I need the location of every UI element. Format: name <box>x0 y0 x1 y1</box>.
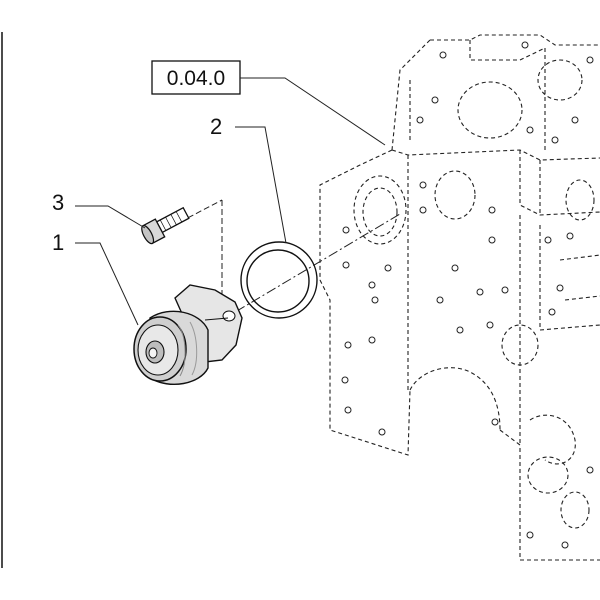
callout-3-leader <box>75 205 146 229</box>
screw-axis <box>179 199 223 223</box>
callout-2-label: 2 <box>210 114 222 139</box>
callout-2-leader <box>235 126 287 244</box>
reference-leader <box>240 77 386 146</box>
water-pump <box>133 284 243 385</box>
callout-1-leader <box>75 242 139 326</box>
reference-box-label: 0.04.0 <box>167 67 225 90</box>
callout-1-label: 1 <box>52 230 64 255</box>
bolt-holes <box>341 41 594 549</box>
callout-3-label: 3 <box>52 190 64 215</box>
o-ring-seal <box>240 241 318 319</box>
reference-box[interactable]: 0.04.0 <box>151 60 241 95</box>
screw <box>141 206 190 245</box>
engine-block <box>319 34 600 561</box>
